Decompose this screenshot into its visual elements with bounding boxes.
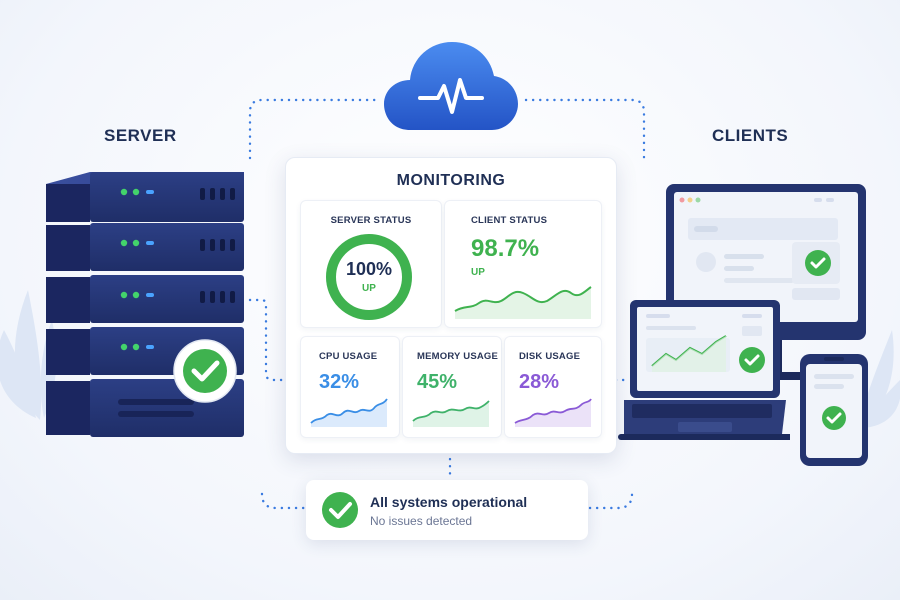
memory-usage-value: 45% [417, 371, 458, 393]
disk-usage-card[interactable]: DISK USAGE 28% [504, 336, 602, 438]
monitoring-title: MONITORING [396, 172, 506, 189]
check-icon [322, 492, 358, 528]
cpu-usage-card[interactable]: CPU USAGE 32% [300, 336, 400, 438]
heartbeat-cloud-icon [384, 42, 518, 130]
disk-sparkline [514, 398, 592, 427]
memory-usage-label: MEMORY USAGE [417, 351, 499, 362]
disk-usage-label: DISK USAGE [519, 351, 581, 362]
server-status-value: 100% [345, 259, 393, 279]
server-status-gauge [326, 234, 412, 320]
cpu-sparkline [310, 398, 388, 427]
laptop-icon [618, 300, 790, 440]
client-status-state: UP [471, 267, 485, 278]
clients-label: CLIENTS [712, 126, 789, 145]
client-status-card[interactable]: CLIENT STATUS 98.7% UP [444, 200, 602, 328]
memory-usage-card[interactable]: MEMORY USAGE 45% [402, 336, 502, 438]
disk-usage-value: 28% [519, 371, 560, 393]
client-status-label: CLIENT STATUS [471, 215, 548, 226]
phone-icon [800, 354, 868, 466]
server-check-icon [173, 339, 237, 403]
server-status-label: SERVER STATUS [330, 215, 412, 226]
status-title: All systems operational [370, 494, 528, 510]
memory-sparkline [412, 400, 490, 427]
server-status-card[interactable]: SERVER STATUS 100% UP [300, 200, 442, 328]
monitoring-panel: MONITORING SERVER STATUS 100% UP CLIENT … [285, 157, 617, 454]
client-status-sparkline [454, 286, 592, 319]
cpu-usage-label: CPU USAGE [319, 351, 378, 362]
server-label: SERVER [104, 126, 177, 145]
system-status-banner: All systems operational No issues detect… [306, 480, 588, 540]
status-subtitle: No issues detected [370, 514, 473, 528]
client-status-value: 98.7% [471, 235, 540, 262]
cpu-usage-value: 32% [319, 371, 360, 393]
server-status-state: UP [362, 283, 376, 294]
